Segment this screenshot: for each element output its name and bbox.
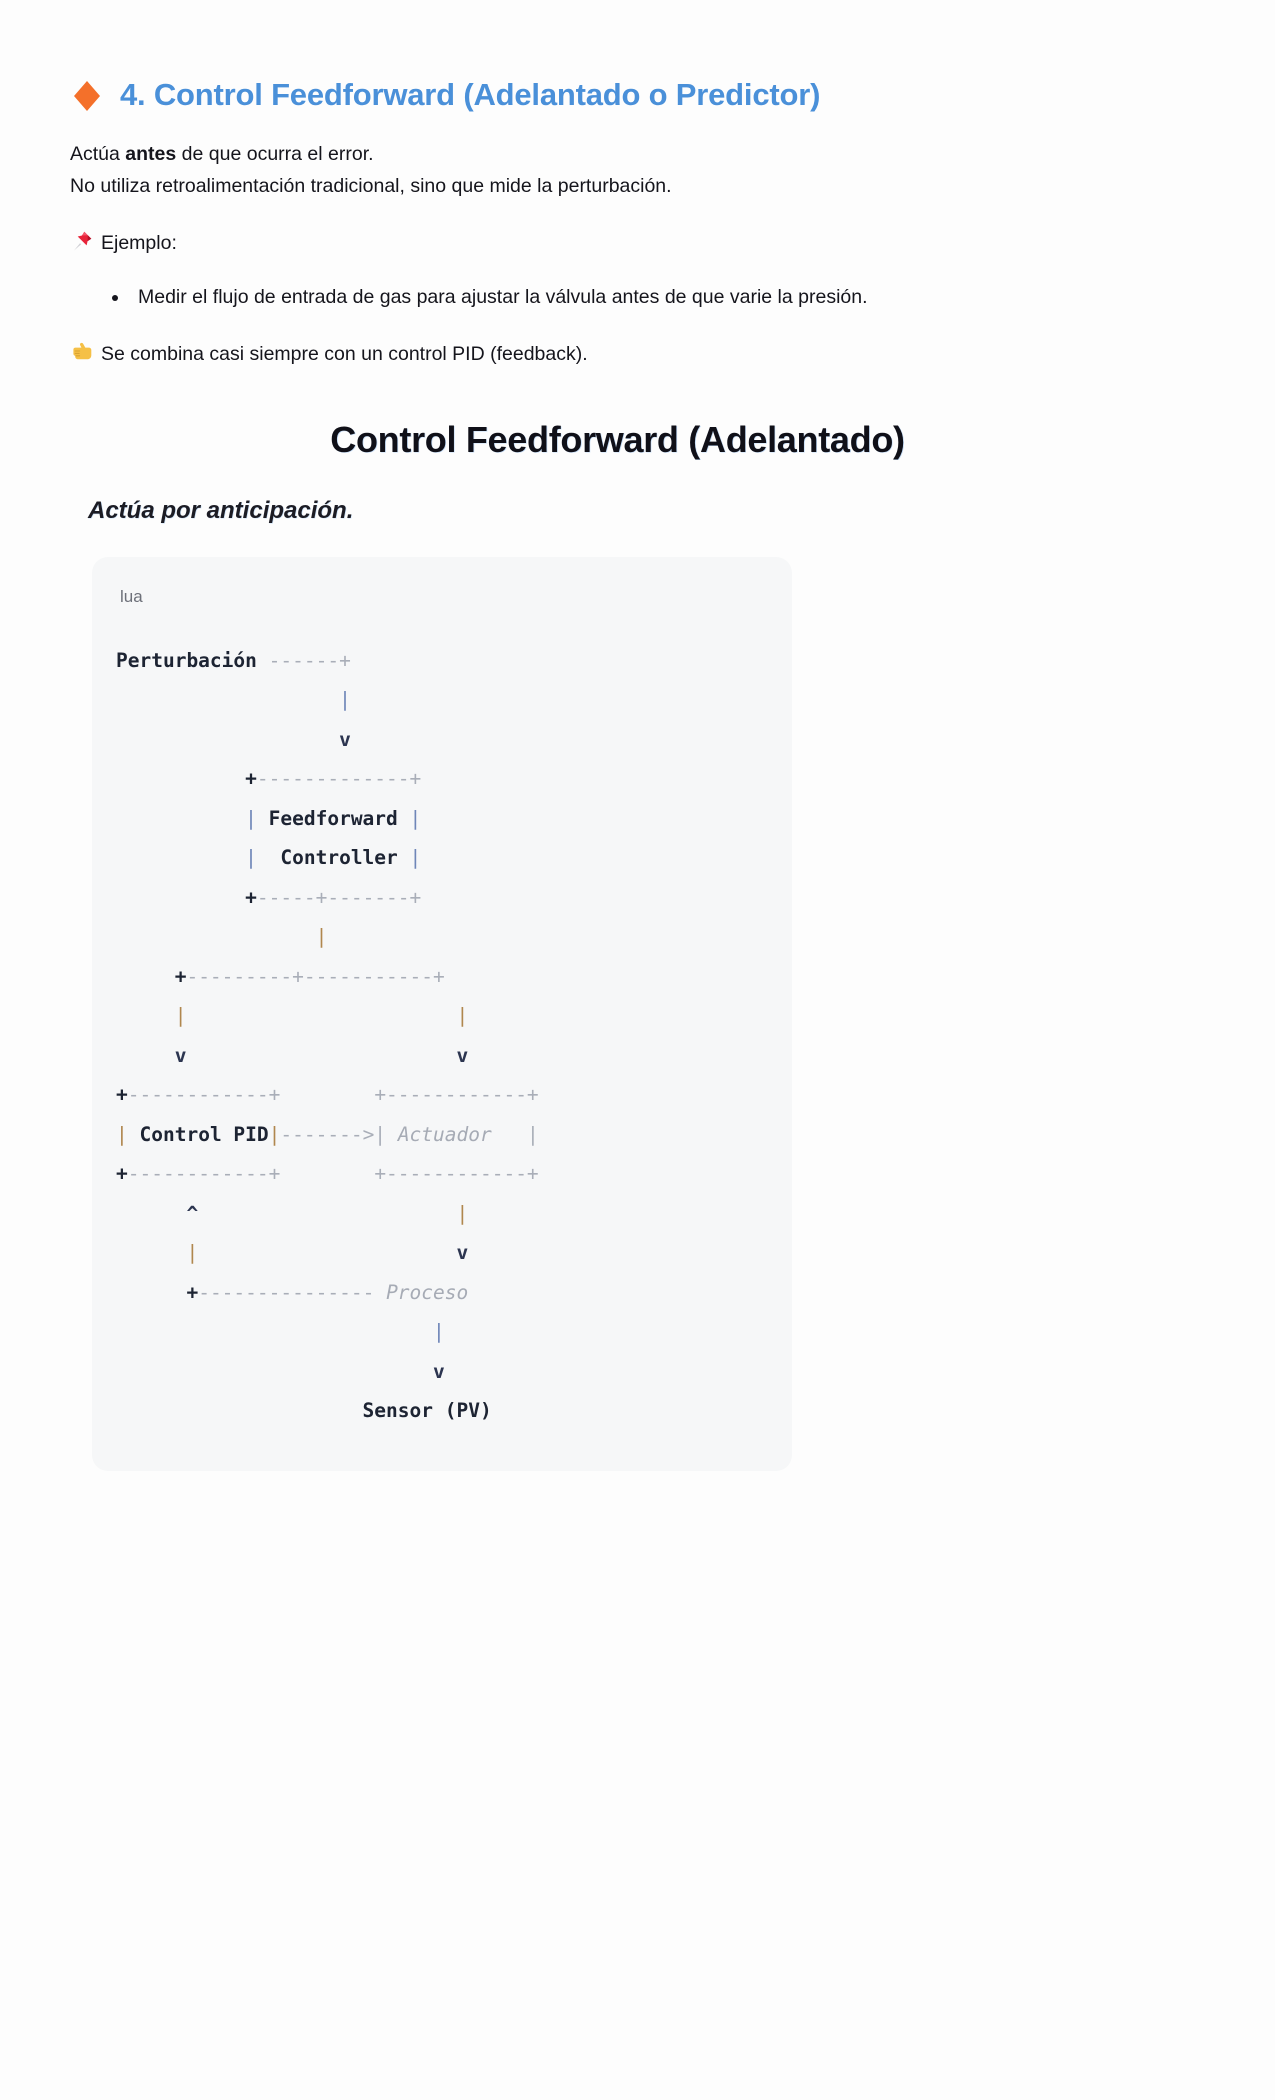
figure-block: Control Feedforward (Adelantado) Actúa p… [70, 419, 1205, 1471]
list-item: Medir el flujo de entrada de gas para aj… [70, 282, 1205, 313]
orange-diamond-icon [70, 79, 104, 113]
figure-subtitle: Actúa por anticipación. [88, 496, 354, 524]
intro-line-2: No utiliza retroalimentación tradicional… [70, 174, 672, 197]
page-title: 4. Control Feedforward (Adelantado o Pre… [70, 0, 1205, 112]
intro-line-1-prefix: Actúa [70, 143, 126, 166]
ascii-diagram: Perturbación ------+ | v +-------------+… [116, 648, 539, 1423]
pushpin-icon [70, 229, 94, 253]
code-block: lua Perturbación ------+ | v +----------… [92, 556, 792, 1471]
tip-text: Se combina casi siempre con un control P… [101, 343, 588, 366]
figure-title: Control Feedforward (Adelantado) [330, 418, 905, 460]
tip-row: Se combina casi siempre con un control P… [70, 339, 1205, 371]
intro-line-1-suffix: de que ocurra el error. [176, 143, 374, 166]
intro-line-1-bold: antes [125, 143, 177, 166]
section-heading-text: 4. Control Feedforward (Adelantado o Pre… [120, 77, 821, 112]
intro-line-1: Actúa antes de que ocurra el error. [70, 139, 1205, 171]
code-language-label: lua [120, 586, 143, 606]
example-bullet-list: Medir el flujo de entrada de gas para aj… [70, 282, 1205, 313]
example-label-row: Ejemplo: [70, 228, 1205, 260]
example-label: Ejemplo: [101, 232, 177, 255]
pointing-right-icon [70, 340, 94, 364]
